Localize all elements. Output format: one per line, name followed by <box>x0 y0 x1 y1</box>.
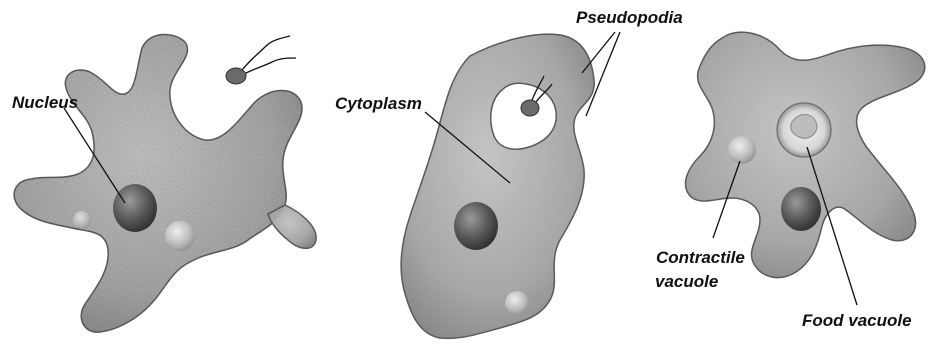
contractile-vacuole <box>728 136 756 164</box>
amoeba-body-middle <box>401 34 594 338</box>
nucleus-label: Nucleus <box>12 93 78 112</box>
contractile-vacuole-label-line1: Contractile <box>656 248 745 267</box>
vacuole-middle <box>505 291 529 315</box>
pseudopodia-leader-line-1 <box>582 32 615 73</box>
nucleus-right <box>781 187 821 231</box>
food-vacuole-label: Food vacuole <box>802 311 912 330</box>
contractile-vacuole-label-line2: vacuole <box>655 272 718 291</box>
nucleus-left <box>113 184 157 232</box>
vacuole-left <box>165 221 195 251</box>
amoeba-cell-right <box>685 32 924 277</box>
pseudopodia-label: Pseudopodia <box>576 8 683 27</box>
cytoplasm-label: Cytoplasm <box>335 94 422 113</box>
amoeba-cell-middle <box>401 34 594 338</box>
nucleus-middle <box>454 202 498 250</box>
bacterium-left <box>226 36 296 84</box>
